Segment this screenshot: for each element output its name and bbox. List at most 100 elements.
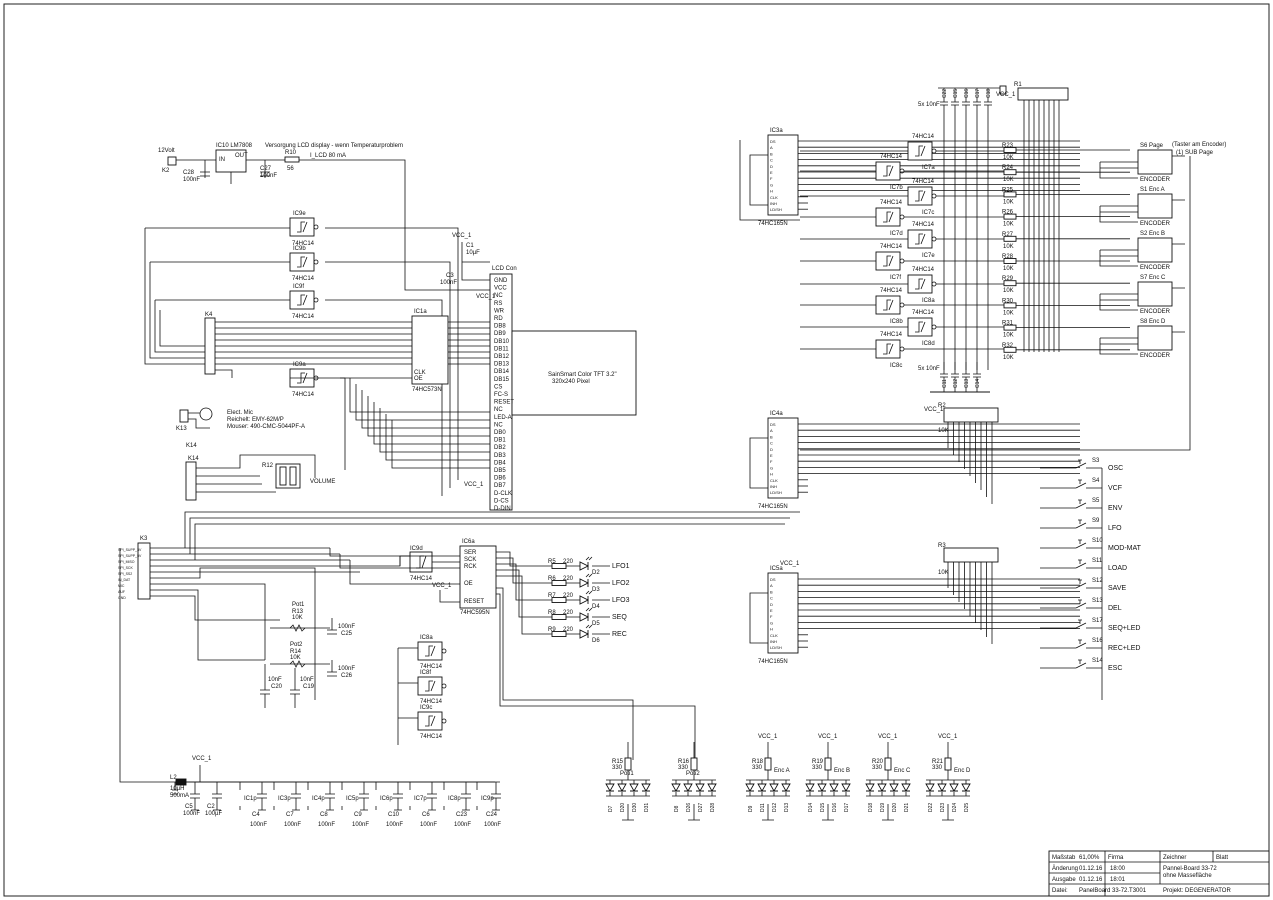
tb-aenderung: Änderung [1052,865,1078,872]
ring-diode-label-5-1: D23 [940,803,946,812]
ring-resistor-value-0: 330 [612,765,623,771]
decoupling-cap-label-3: C7 [286,812,294,818]
led-diode-label-4: D6 [592,638,600,644]
switch-label-2: S5 [1092,498,1100,504]
switch-label-3: S9 [1092,518,1100,524]
lcd-pin-18: LED-A [494,415,512,421]
r1-vcc: VCC_1 [996,92,1016,98]
165-1-pin-1: A [770,428,773,433]
r13-value: 10K [292,615,303,621]
vcc-bottom-label: VCC_1 [192,756,212,762]
ring-diode-5-0 [925,783,935,792]
button-section: S3OSCS4VCFS5ENVS9LFOS10MOD-MATS11LOADS12… [1040,458,1142,700]
ic6a-label: IC6a [462,539,475,545]
lcd-pin-24: DB4 [494,460,506,466]
right-inverter-8 [907,317,937,337]
switch-function-5: LOAD [1108,565,1127,572]
lcd-pin-29: D-CS [494,498,509,504]
c28-value: 100nF [183,177,200,183]
ring-vcc-5: VCC_1 [938,734,958,740]
k14-label-2: K14 [188,456,199,462]
ring-diode-label-1-2: D27 [698,803,704,812]
tb-massstab-value: 61,00% [1079,855,1100,861]
led-diode-4 [579,629,590,639]
switch-6 [1040,579,1102,589]
right-inverter-3 [875,207,905,227]
ring-diode-0-3 [641,783,651,792]
decoupling-cap-value-9: 100nF [484,822,501,828]
ic6a-pin-sck: SCK [464,557,476,563]
k3-pin-4: SPI_SS2 [118,572,132,576]
decoupling-cap-label-9: C24 [486,812,498,818]
ic10-label: IC10 LM7808 [216,143,253,149]
r14-label: R14 [290,649,302,655]
right-inv-part-5: 74HC14 [880,244,903,250]
inverter-symbol-0 [289,217,319,237]
165-0-pin-3: C [770,158,773,163]
right-inverter-5 [875,251,905,271]
ring-diode-5-3 [961,783,971,792]
encoder-4 [1137,325,1173,351]
led-resistor-1 [551,580,567,586]
tb-desc1: Pannel-Board 33-72 [1163,866,1217,872]
c20-value: 10nF [268,677,282,683]
ic1a-clk: CLK [414,370,426,376]
right-inv-part-1: 74HC14 [880,154,903,160]
r13-label: R13 [292,609,304,615]
right-inverter-0 [907,141,937,161]
165-1-pin-8: H [770,472,773,477]
165-2-pin-0: DS [770,577,776,582]
ring-diode-3-2 [829,783,839,792]
right-inv-part-6: 74HC14 [912,267,935,273]
led-resistor-value-1: 220 [563,576,574,582]
right-res-label-3: R26 [1002,210,1014,216]
encoder-label-3: S7 Enc C [1140,275,1166,281]
k13-label: K13 [176,426,187,432]
ring-diode-3-1 [817,783,827,792]
switch-function-3: LFO [1108,525,1122,532]
ic1a-label: IC1a [414,309,427,315]
tb-datei-value: PanelBoard 33-72.T3001 [1079,888,1147,894]
encoder-label-4: S8 Enc D [1140,319,1166,325]
ring-name-5: Enc D [954,768,971,774]
ring-diode-label-4-2: D20 [892,803,898,812]
right-resistor-2 [1003,191,1017,198]
led-diode-label-2: D4 [592,604,600,610]
ic6a-pin-rck: RCK [464,564,477,570]
supply-ic-label-5: IC7p [414,796,427,802]
right-inv-part-3: 74HC14 [880,200,903,206]
led-resistor-value-4: 220 [563,627,574,633]
ring-name-2: Enc A [774,768,790,774]
ring-resistor-4 [884,757,892,771]
ring-diode-label-5-3: D25 [964,803,970,812]
led-resistor-label-2: R7 [548,593,556,599]
ic10-pin-out: OUT [235,153,248,159]
resnet-label-1: R3 [938,543,946,549]
tb-projekt: Projekt: DEGENERATOR [1163,888,1231,894]
ic1a-oe: OE [414,376,423,382]
k3-pin-8: GND [118,596,126,600]
right-inv-label-4: IC7e [922,253,935,259]
tb-ausg-date: 01.12.16 [1079,877,1103,883]
lcd-pin-25: DB5 [494,468,506,474]
resistor-r10 [284,156,300,163]
right-inv-label-3: IC7d [890,231,903,237]
shift-register-section: IC9d 74HC14 IC6a SER SCK RCK OE RESET 74… [329,539,497,616]
power-supply-section: 12Volt K2 C28 100nF IC10 LM7808 IN OUT C… [158,143,490,291]
c25-value: 100nF [338,624,355,630]
lcd-pin-15: FC-S [494,392,508,398]
inductor-l2 [175,778,187,786]
k3-pin-1: SPI_SUPP_5V [118,554,142,558]
switch-3 [1040,519,1102,529]
encoder-type-4: ENCODER [1140,353,1171,359]
connector-k3: K3 SPI_SUPP_3VSPI_SUPP_5VSPI_MISOSPI_SCK… [118,536,151,600]
ring-resistor-2 [764,757,772,771]
165-label-0: IC3a [770,128,783,134]
switch-label-9: S16 [1092,638,1103,644]
resistor-network-1 [943,547,999,563]
switch-label-5: S11 [1092,558,1103,564]
supply-ic-label-4: IC6p [380,796,393,802]
led-diode-label-1: D3 [592,587,600,593]
tb-ausgabe: Ausgabe [1052,877,1076,883]
